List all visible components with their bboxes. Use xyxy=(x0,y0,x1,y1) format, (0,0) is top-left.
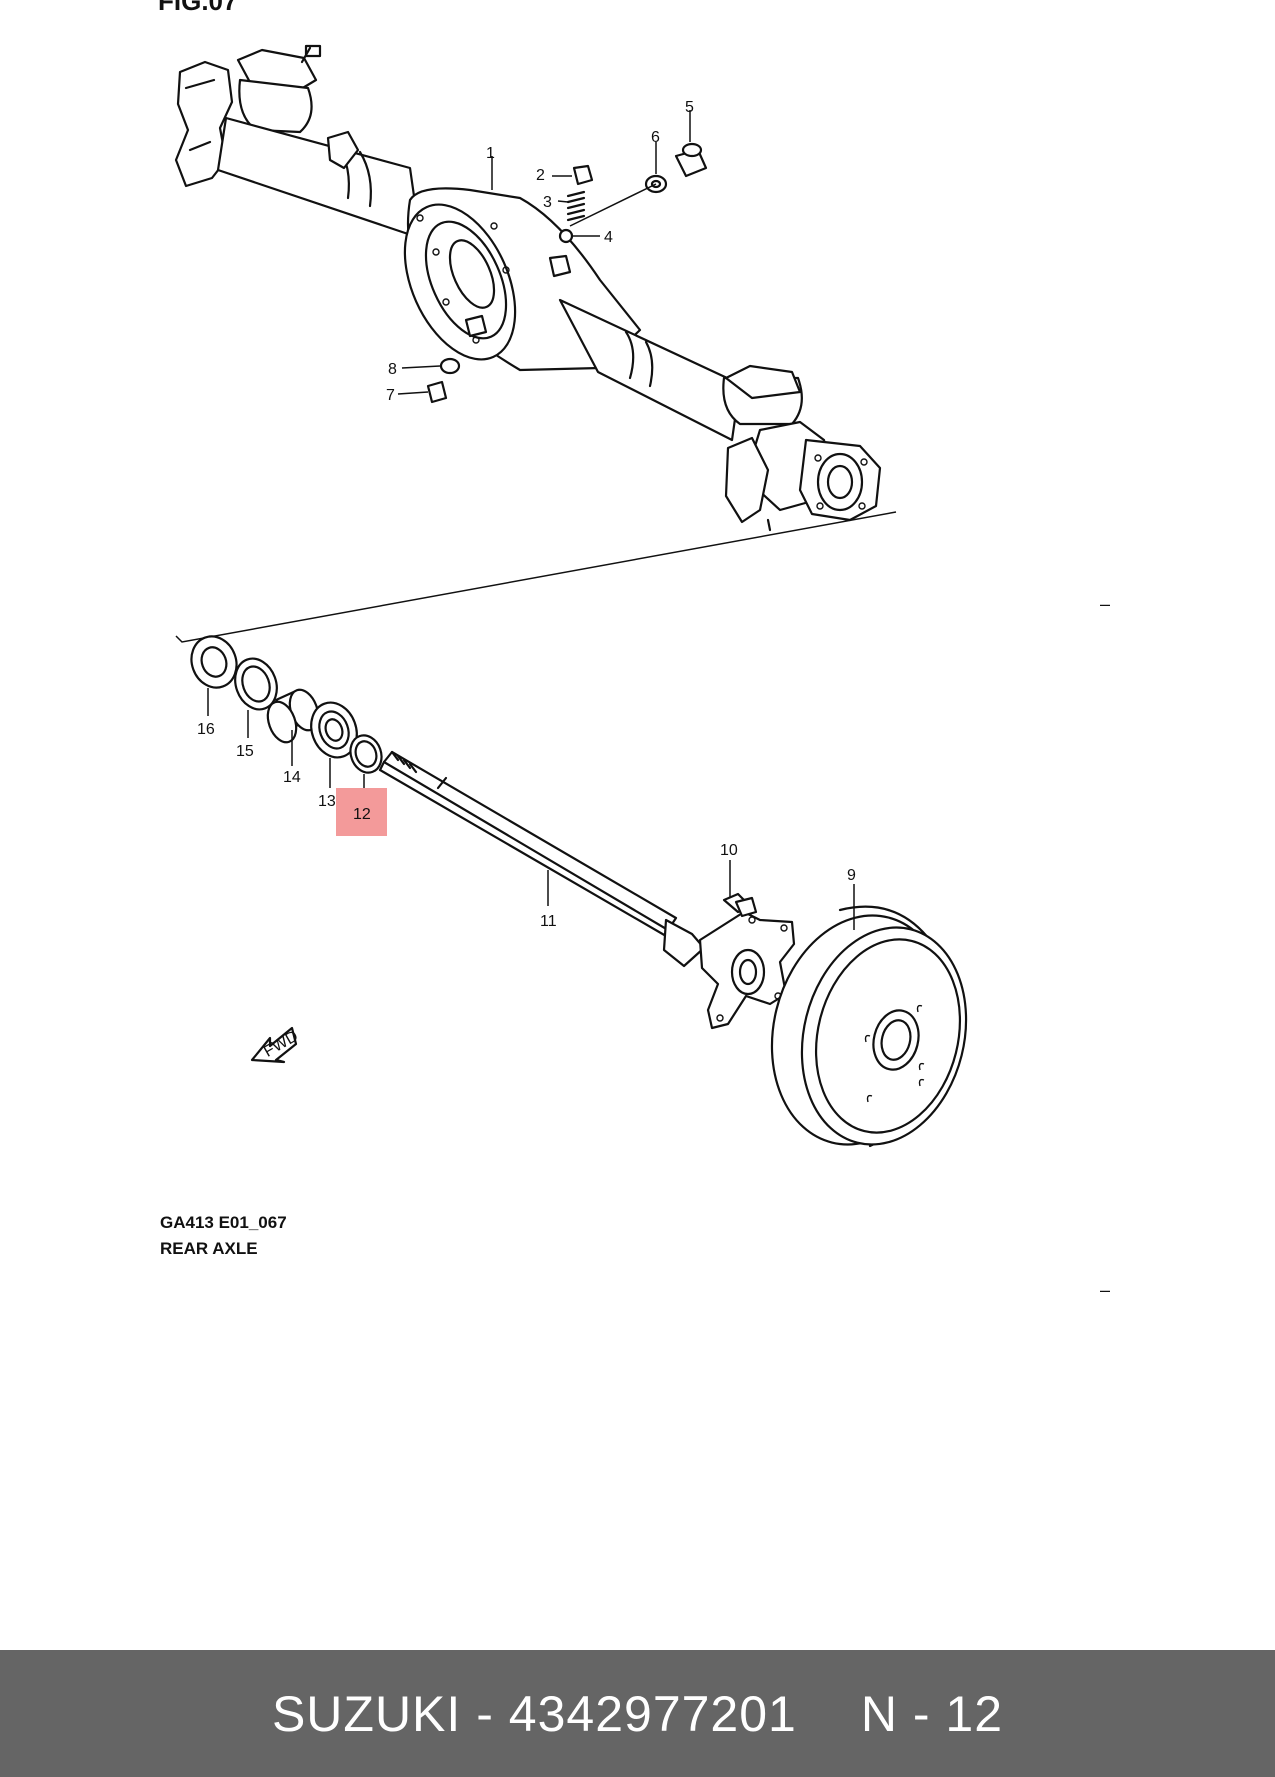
side-mark-bottom: – xyxy=(1100,1280,1110,1300)
housing-small-parts xyxy=(426,142,708,404)
part-footer-bar: SUZUKI - 4342977201 N - 12 xyxy=(0,1650,1275,1777)
callout-4: 4 xyxy=(604,229,613,246)
callout-13: 13 xyxy=(318,793,336,810)
figure-caption: REAR AXLE xyxy=(160,1239,258,1258)
callout-3: 3 xyxy=(543,194,552,211)
callout-11: 11 xyxy=(540,913,557,930)
callout-7: 7 xyxy=(386,387,395,404)
callout-10: 10 xyxy=(720,842,738,859)
stud-drawing xyxy=(722,892,758,918)
callout-5: 5 xyxy=(685,99,694,116)
callout-2: 2 xyxy=(536,167,545,184)
callout-16: 16 xyxy=(197,721,215,738)
parts-diagram: FIG.07 xyxy=(158,0,1110,1300)
side-mark-top: – xyxy=(1100,594,1110,614)
callout-9: 9 xyxy=(847,867,856,884)
axle-shaft-drawing xyxy=(378,750,796,1030)
highlight-box xyxy=(336,788,387,836)
fwd-arrow-icon: FWD xyxy=(250,1026,301,1064)
figure-code: GA413 E01_067 xyxy=(160,1213,287,1232)
footer-part-number: 4342977201 xyxy=(508,1685,797,1742)
callout-12-highlighted: 12 xyxy=(353,806,371,823)
callout-1: 1 xyxy=(486,145,495,162)
exploded-view-drawing: FIG.07 xyxy=(158,0,1110,1300)
footer-separator: - xyxy=(476,1685,494,1742)
section-boundary xyxy=(175,511,897,643)
footer-brand: SUZUKI xyxy=(271,1685,462,1742)
footer-position-label: N - 12 xyxy=(860,1685,1004,1742)
callout-15: 15 xyxy=(236,743,254,760)
axle-housing-drawing xyxy=(174,44,882,532)
bearing-stack-drawing xyxy=(190,635,383,774)
callout-6: 6 xyxy=(651,129,660,146)
leader-lines-top xyxy=(397,110,691,395)
callout-14: 14 xyxy=(283,769,301,786)
brake-drum-drawing xyxy=(770,905,968,1148)
figure-title: FIG.07 xyxy=(158,0,237,16)
callout-numbers: 1 2 3 4 5 6 7 8 9 10 11 12 13 14 15 16 xyxy=(197,99,856,930)
callout-8: 8 xyxy=(388,361,397,378)
leader-lines-shaft xyxy=(547,860,855,930)
